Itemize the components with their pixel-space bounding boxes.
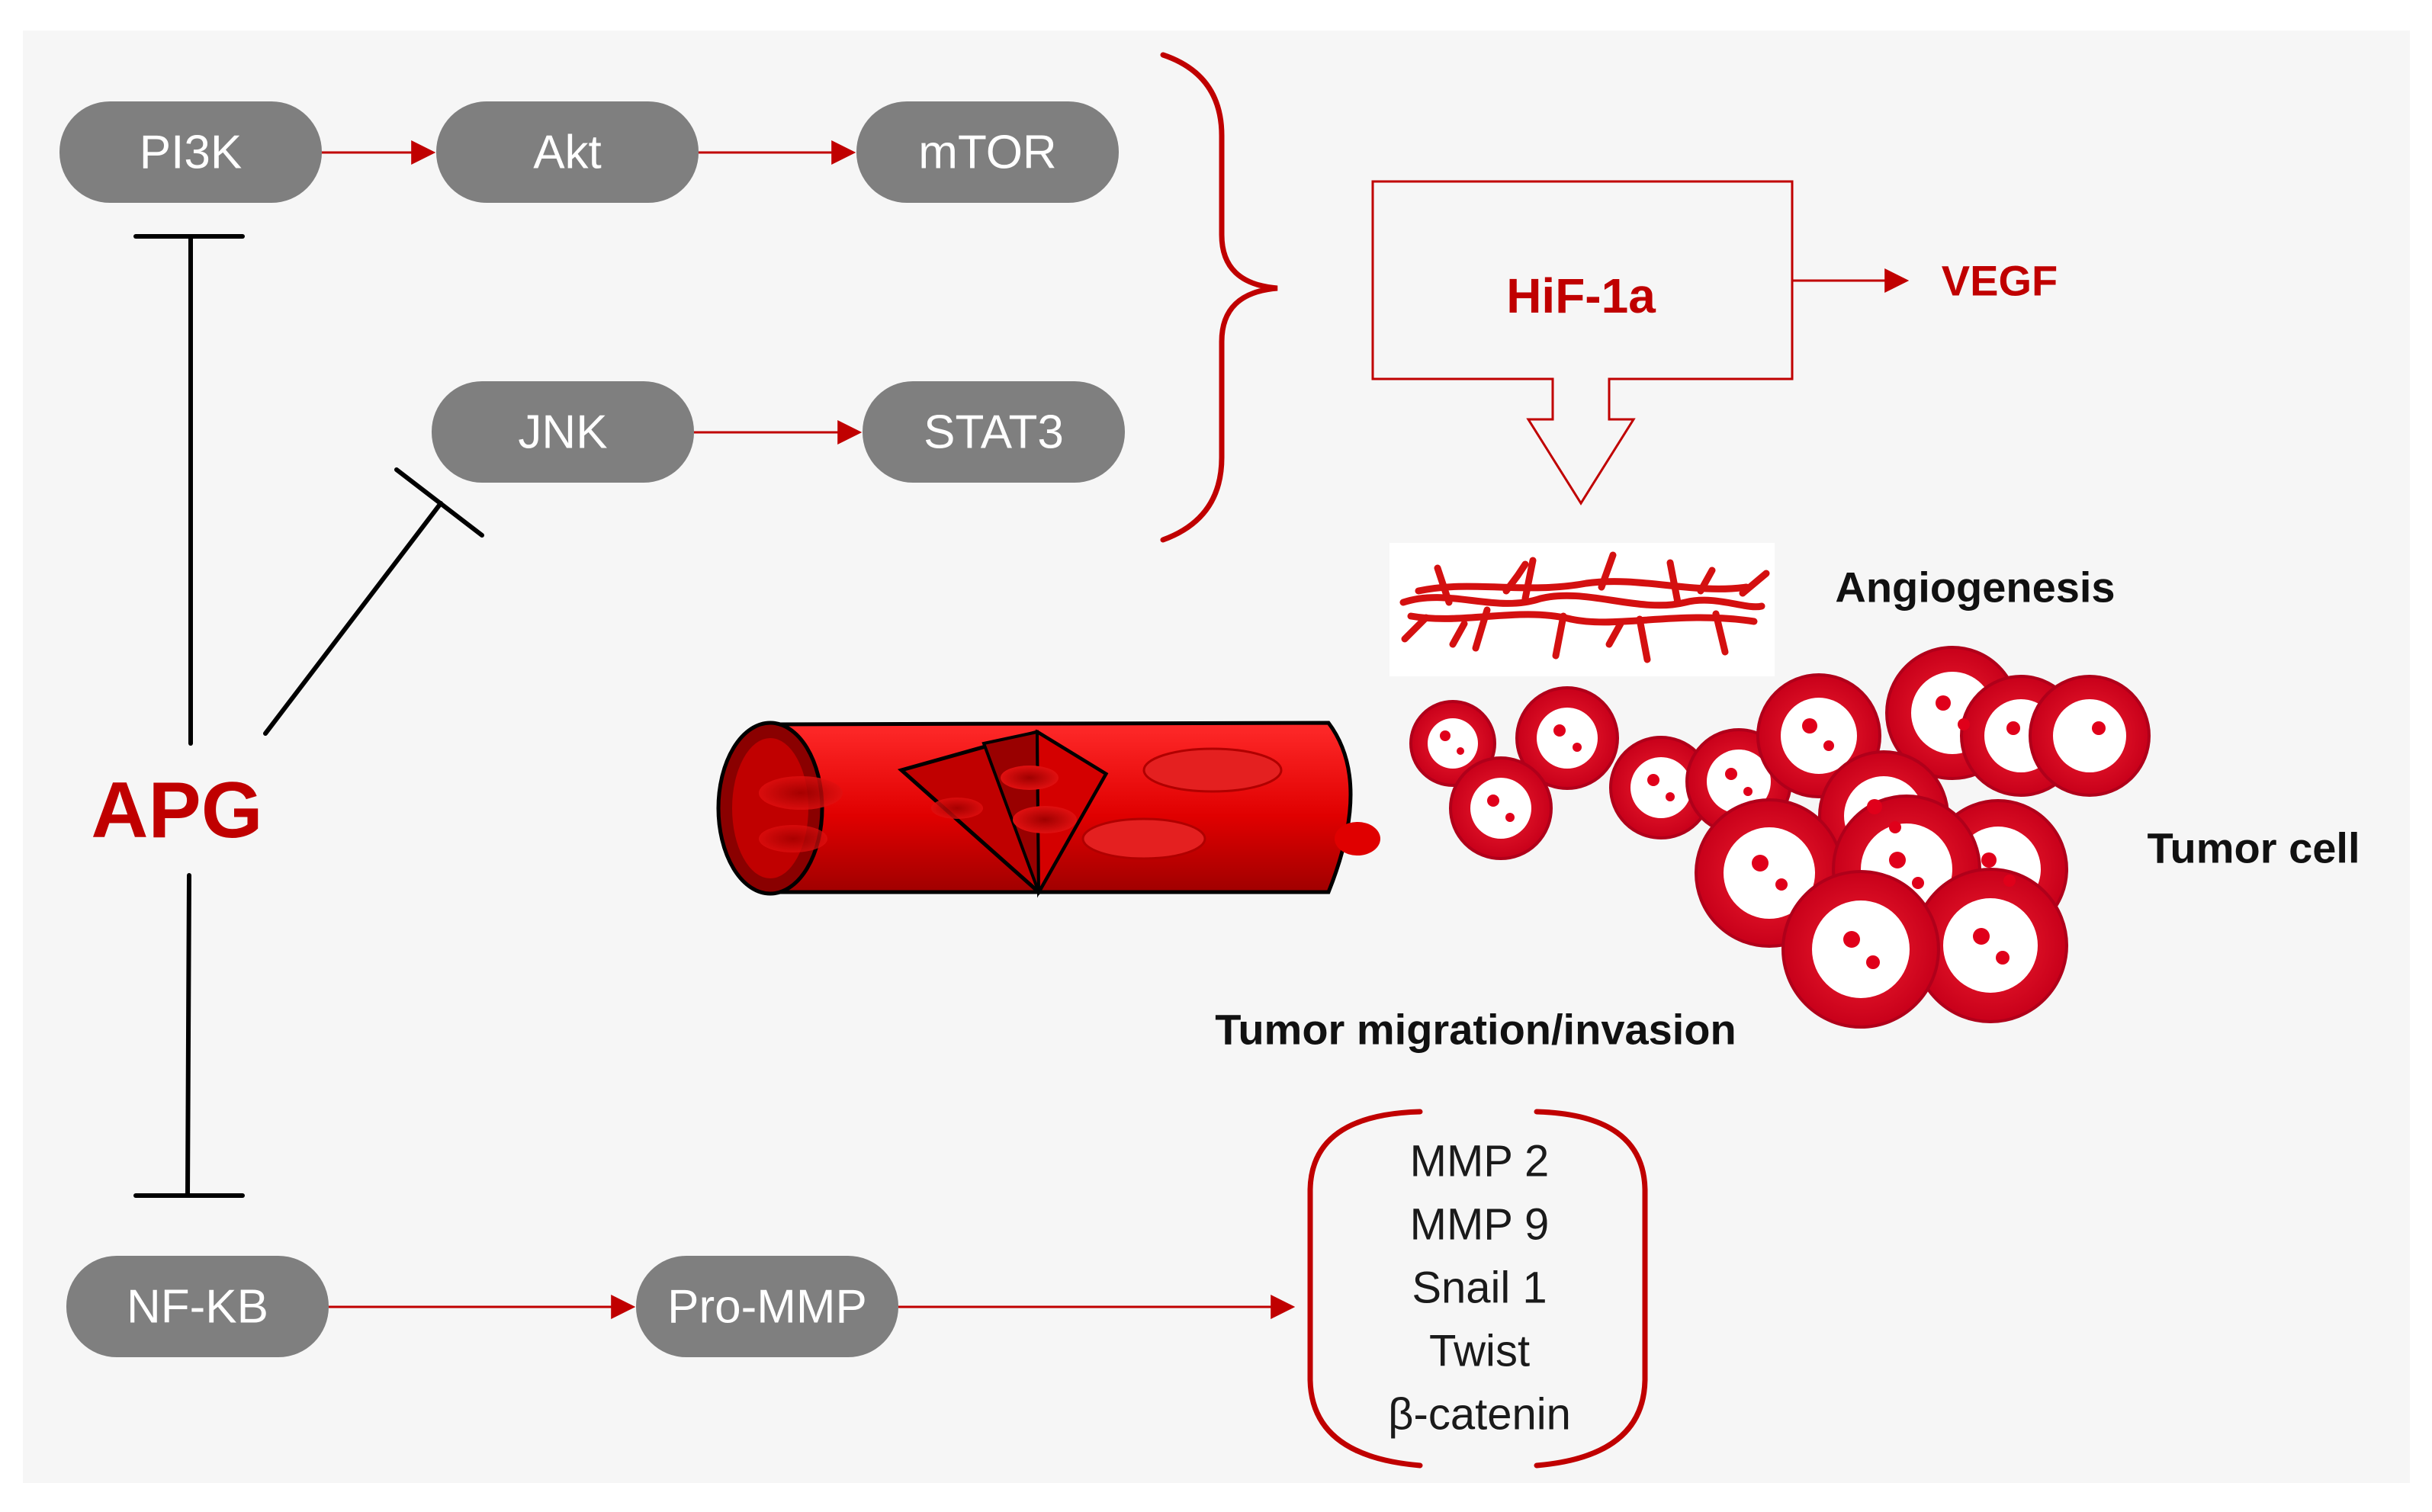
node-pi3k-label: PI3K — [140, 127, 242, 179]
factor-item: MMP 9 — [1410, 1200, 1550, 1250]
node-akt: Akt — [436, 101, 699, 203]
hif-label: HiF-1a — [1506, 268, 1656, 323]
drug-label-apg: APG — [91, 766, 262, 855]
node-nfkb-label: NF-KB — [127, 1281, 268, 1334]
node-nfkb: NF-KB — [66, 1256, 329, 1357]
caption-tumor-cell: Tumor cell — [2147, 824, 2360, 872]
caption-angiogenesis: Angiogenesis — [1835, 563, 2115, 612]
factors-bracket-left — [1307, 1109, 1423, 1469]
node-jnk: JNK — [432, 381, 694, 483]
grouping-bracket — [1160, 52, 1278, 543]
node-pro-mmp-label: Pro-MMP — [667, 1281, 867, 1334]
factor-item: β-catenin — [1388, 1390, 1571, 1440]
node-akt-label: Akt — [533, 127, 602, 179]
caption-migration: Tumor migration/invasion — [1215, 1006, 1736, 1054]
vegf-label: VEGF — [1942, 257, 2058, 305]
blood-vessel-network-icon — [1389, 543, 1775, 676]
factors-bracket-right — [1534, 1109, 1648, 1469]
factor-list: MMP 2 MMP 9 Snail 1 Twist β-catenin — [1388, 1137, 1571, 1440]
node-stat3-label: STAT3 — [924, 406, 1064, 459]
node-stat3: STAT3 — [863, 381, 1125, 483]
node-mtor: mTOR — [856, 101, 1119, 203]
node-pi3k: PI3K — [59, 101, 322, 203]
inhibition-apg-pi3k — [133, 234, 245, 746]
inhibition-apg-nfkb — [133, 873, 245, 1198]
factor-item: Snail 1 — [1412, 1263, 1547, 1313]
node-pro-mmp: Pro-MMP — [636, 1256, 898, 1357]
node-mtor-label: mTOR — [918, 127, 1056, 179]
factor-item: Twist — [1429, 1327, 1530, 1376]
hif-block-arrow — [1371, 180, 1794, 506]
factor-item: MMP 2 — [1410, 1137, 1550, 1186]
blood-vessel-cut-icon — [716, 721, 1380, 898]
inhibition-apg-jnk — [263, 467, 484, 736]
tumor-cell-cluster-icon — [1409, 646, 2151, 1029]
node-jnk-label: JNK — [518, 406, 607, 459]
